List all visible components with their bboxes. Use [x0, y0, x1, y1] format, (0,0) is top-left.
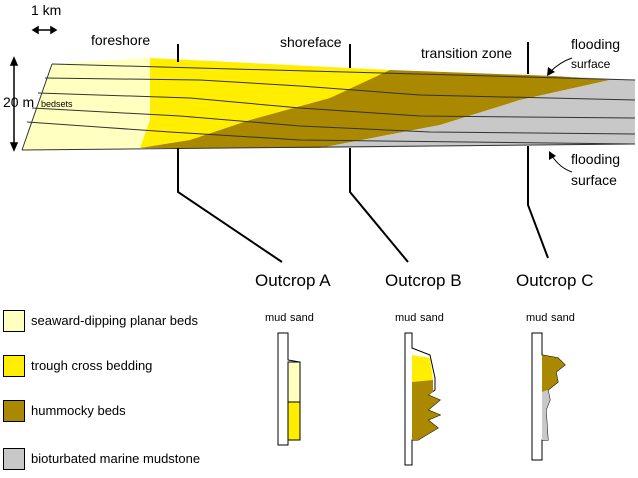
vertical-scale-label: 20 m [3, 94, 35, 110]
outcrop-c-column [531, 332, 566, 461]
outcrop-leaders [177, 146, 549, 263]
legend-swatch-mudstone [3, 448, 25, 470]
legend-label-planar: seaward-dipping planar beds [31, 313, 198, 328]
outcrop-b-sand-label: sand [420, 312, 444, 324]
legend-swatch-planar [3, 310, 25, 332]
flooding-upper-line1: flooding [571, 36, 621, 52]
legend-swatch-hummocky [3, 400, 25, 422]
outcrop-a-column [277, 332, 301, 446]
transition-wedge [140, 70, 610, 148]
flooding-lower-line2: surface [571, 172, 617, 188]
bedsets-label: bedsets [41, 99, 73, 109]
outcrop-c-sand-label: sand [551, 312, 575, 324]
outcrop-c-title: Outcrop C [516, 271, 594, 290]
outcrop-a-sand-label: sand [290, 312, 314, 324]
foreshore-label: foreshore [91, 32, 151, 48]
zone-ticks [177, 42, 529, 74]
flooding-lower-line1: flooding [571, 151, 621, 167]
mudstone-wedge [320, 76, 635, 148]
bed-lines [21, 63, 636, 151]
flooding-upper-line2: surface [571, 57, 611, 71]
outcrop-a-title: Outcrop A [255, 271, 331, 290]
shoreface-label: shoreface [280, 34, 342, 50]
scale-arrows [9, 25, 58, 152]
legend-label-mudstone: bioturbated marine mudstone [31, 451, 201, 466]
legend-label-hummocky: hummocky beds [31, 403, 126, 418]
legend-swatch-trough [3, 355, 25, 377]
outcrop-c-mud-label: mud [526, 312, 548, 324]
outcrop-b-column [404, 332, 442, 466]
outcrop-b-mud-label: mud [395, 312, 417, 324]
horizontal-scale-label: 1 km [31, 2, 62, 18]
legend-label-trough: trough cross bedding [31, 358, 153, 373]
outcrop-a-mud-label: mud [265, 312, 287, 324]
transition-zone-label: transition zone [421, 45, 513, 61]
outcrop-b-title: Outcrop B [385, 271, 462, 290]
